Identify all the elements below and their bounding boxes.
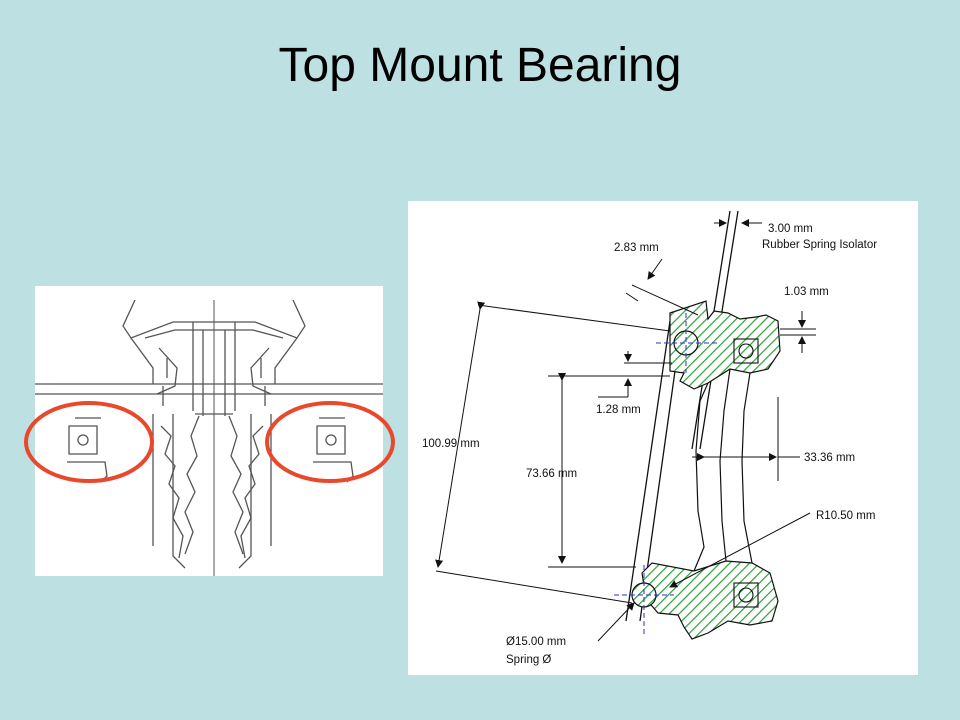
gap-283-dim: 2.83 mm [614,242,659,254]
gap-103-dim: 1.03 mm [784,286,829,298]
gap-128-dim: 1.28 mm [596,404,641,416]
rubber-isolator-label: Rubber Spring Isolator [762,239,877,251]
bearing-dimension-drawing: 3.00 mm Rubber Spring Isolator 2.83 mm 1… [408,201,918,675]
diameter-7366-dim: 73.66 mm [526,468,577,480]
diameter-10099-dim: 100.99 mm [422,438,480,450]
slide-title: Top Mount Bearing [278,39,682,92]
radius-dim: R10.50 mm [816,510,875,522]
strut-mount-cross-section [35,286,383,576]
spring-diameter-dim: Ø15.00 mm [506,636,566,648]
rubber-thickness-dim: 3.00 mm [768,223,813,235]
cross-section-drawing [35,299,383,576]
dimension-drawing: 3.00 mm Rubber Spring Isolator 2.83 mm 1… [422,210,877,666]
spring-label: Spring Ø [506,654,551,666]
width-3336-dim: 33.36 mm [804,452,855,464]
